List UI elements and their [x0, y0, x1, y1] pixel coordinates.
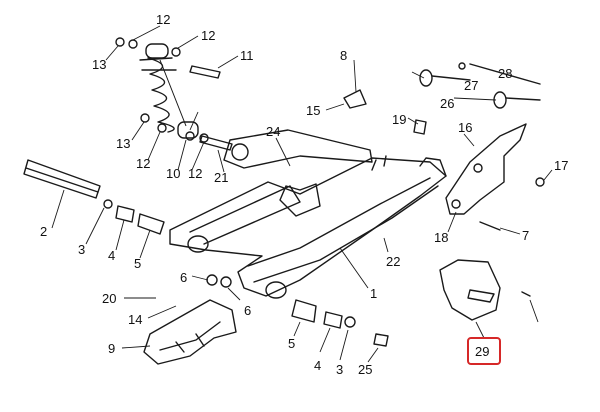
callout-20[interactable]: 20	[102, 291, 116, 306]
shock-bolts	[115, 37, 233, 151]
callout-10[interactable]: 10	[166, 166, 180, 181]
lower-bushings	[206, 274, 389, 347]
chain-guide-plate	[439, 259, 531, 321]
callout-21[interactable]: 21	[214, 170, 228, 185]
highlight-box-28	[467, 337, 501, 365]
callout-15[interactable]: 15	[306, 103, 320, 118]
callout-13[interactable]: 13	[116, 136, 130, 151]
swingarm	[169, 155, 447, 299]
callout-26[interactable]: 27	[464, 78, 478, 93]
callouts: 12 13 12 11 13 12 10 12 21 24 8 15 19 2 …	[40, 12, 568, 377]
callout-28[interactable]: 29	[475, 344, 489, 359]
chain-slider	[143, 299, 237, 365]
linkage-arm	[223, 129, 373, 169]
sprocket-guard	[445, 123, 545, 231]
leader-lines	[51, 25, 553, 363]
callout-7[interactable]: 7	[522, 228, 529, 243]
callout-12[interactable]: 12	[201, 28, 215, 43]
callout-25[interactable]: 26	[440, 96, 454, 111]
callout-22[interactable]: 22	[386, 254, 400, 269]
callout-2[interactable]: 2	[40, 224, 47, 239]
callout-19[interactable]: 19	[392, 112, 406, 127]
pivot-shaft	[23, 159, 165, 235]
callout-3[interactable]: 3	[336, 362, 343, 377]
callout-4[interactable]: 4	[108, 248, 115, 263]
callout-12[interactable]: 12	[156, 12, 170, 27]
callout-12[interactable]: 12	[136, 156, 150, 171]
callout-4[interactable]: 4	[314, 358, 321, 373]
callout-27[interactable]: 28	[498, 66, 512, 81]
callout-9[interactable]: 9	[108, 341, 115, 356]
shock-absorber	[139, 43, 199, 139]
callout-12[interactable]: 12	[188, 166, 202, 181]
callout-5[interactable]: 5	[134, 256, 141, 271]
callout-13[interactable]: 13	[92, 57, 106, 72]
callout-3[interactable]: 3	[78, 242, 85, 257]
callout-5[interactable]: 5	[288, 336, 295, 351]
callout-1[interactable]: 1	[370, 286, 377, 301]
callout-24[interactable]: 25	[358, 362, 372, 377]
callout-8[interactable]: 8	[340, 48, 347, 63]
callout-16[interactable]: 16	[458, 120, 472, 135]
callout-18[interactable]: 18	[434, 230, 448, 245]
callout-14[interactable]: 14	[128, 312, 142, 327]
callout-23[interactable]: 24	[266, 124, 280, 139]
callout-6[interactable]: 6	[244, 303, 251, 318]
callout-6[interactable]: 6	[180, 270, 187, 285]
callout-11[interactable]: 11	[240, 48, 254, 63]
callout-17[interactable]: 17	[554, 158, 568, 173]
